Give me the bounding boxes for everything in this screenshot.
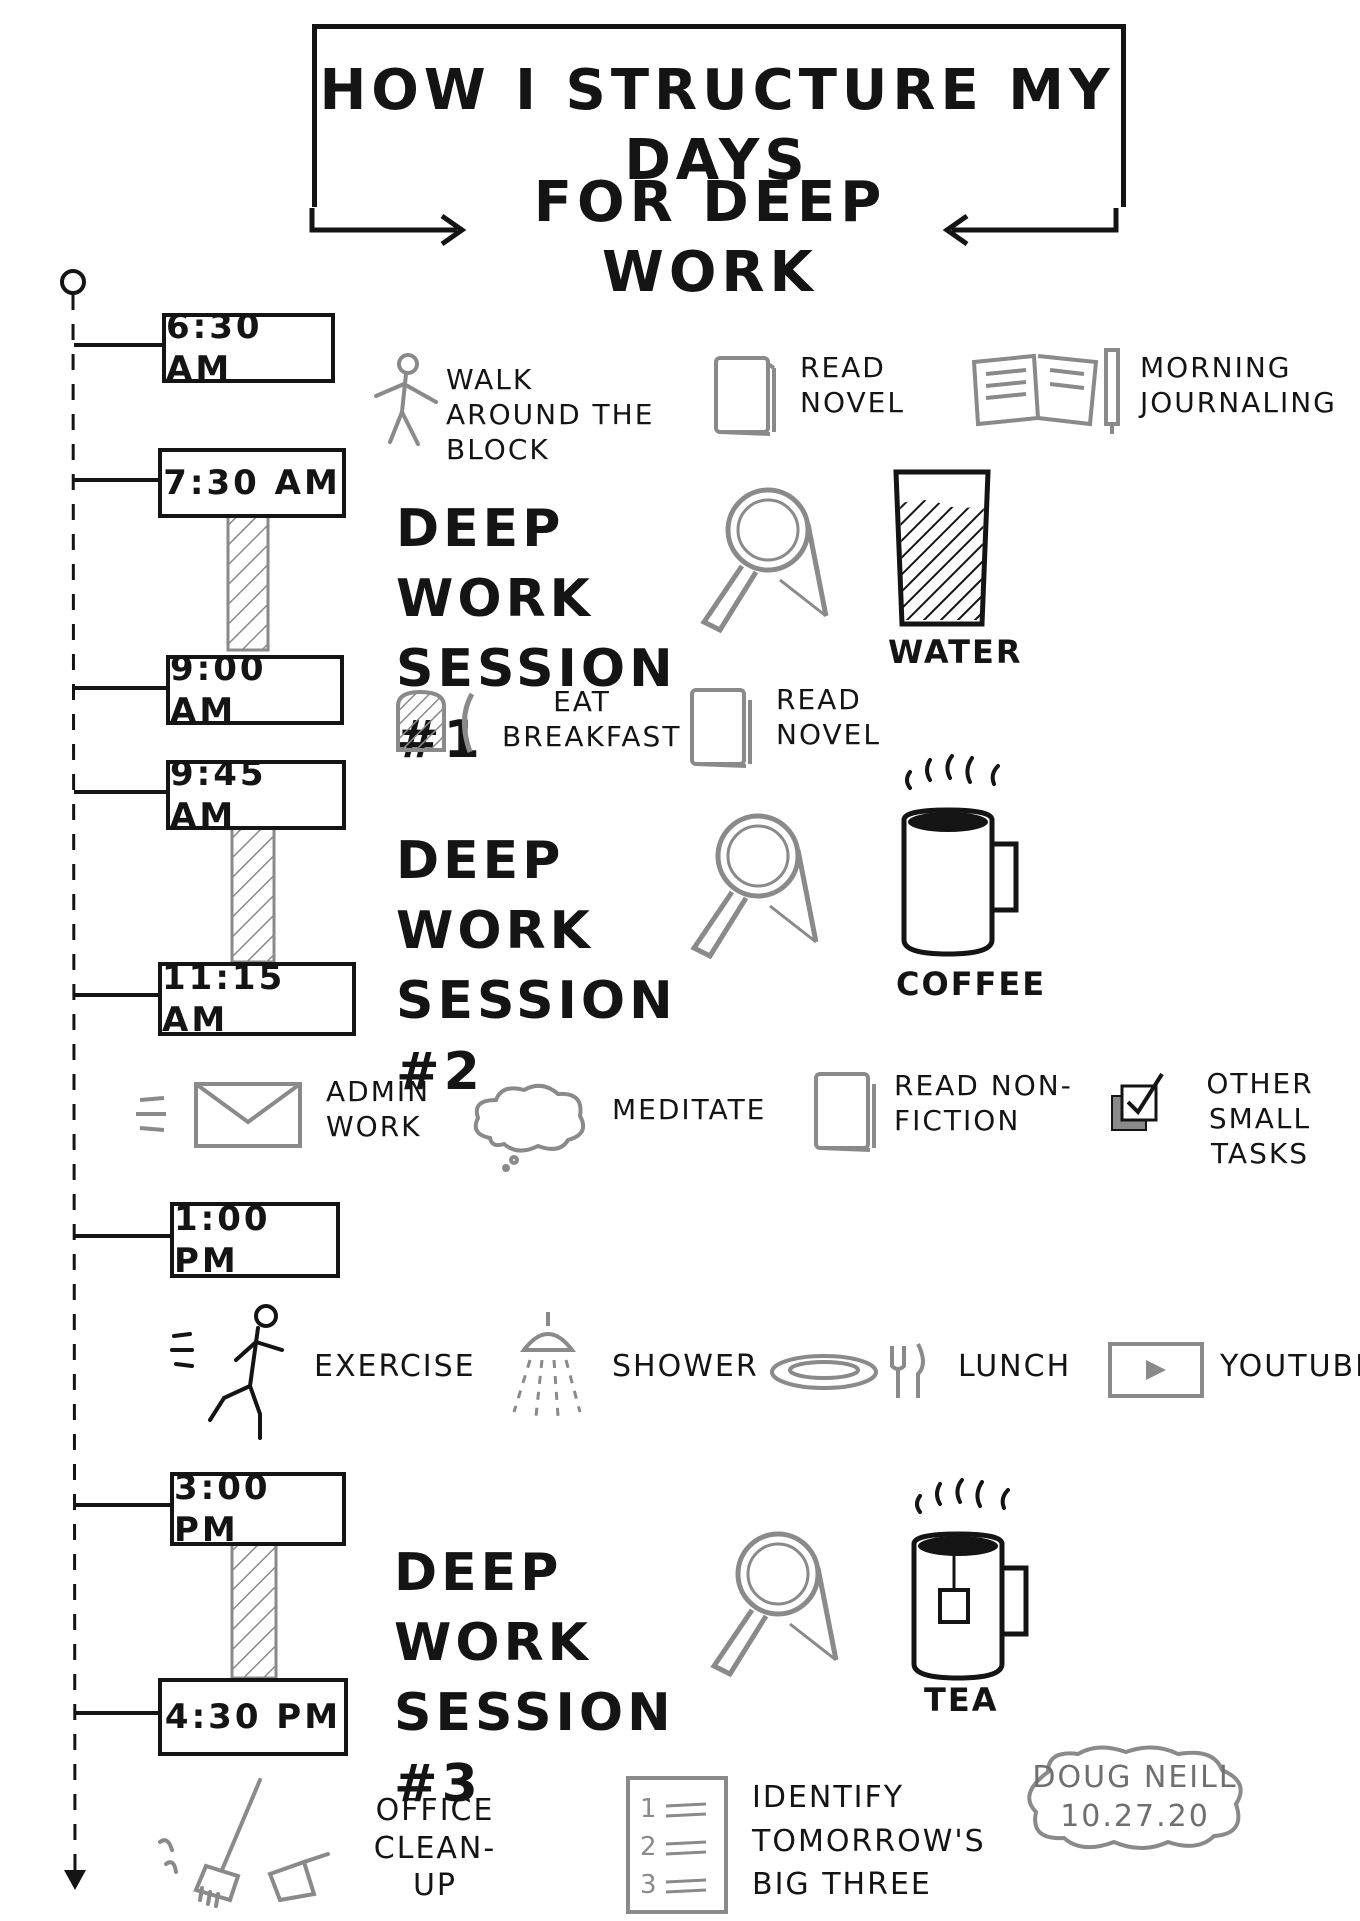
read-novel-label-2: Read novel: [776, 683, 881, 751]
coffee-mug-icon: [901, 754, 1019, 957]
book-icon: [814, 1072, 876, 1152]
small-tasks-label: Other small tasks: [1206, 1067, 1314, 1170]
tea-label: Tea: [924, 1681, 999, 1719]
envelope-icon: [136, 1082, 302, 1148]
list-number-1: 1: [640, 1794, 657, 1824]
time-box-630am: 6:30 AM: [162, 307, 335, 389]
big-three-label: Identify tomorrow's big three: [752, 1780, 986, 1902]
journal-and-pen-icon: [971, 348, 1120, 434]
broom-and-dustpan-icon: [158, 1778, 330, 1908]
time-box-900am: 9:00 AM: [166, 649, 344, 731]
time-box-100pm: 1:00 PM: [170, 1199, 340, 1281]
signature-cloud-icon: [1027, 1745, 1243, 1850]
time-box-1115am: 11:15 AM: [158, 958, 356, 1040]
time-box-945am: 9:45 AM: [166, 754, 346, 836]
time-box-730am: 7:30 AM: [158, 448, 346, 518]
breakfast-label: Eat breakfast: [502, 685, 682, 753]
book-icon: [690, 688, 752, 768]
walk-label: Walk around the block: [446, 363, 655, 466]
tea-mug-icon: [911, 1478, 1029, 1681]
time-box-300pm: 3:00 PM: [170, 1468, 346, 1550]
running-figure-icon: [170, 1304, 284, 1440]
toast-icon: [396, 689, 475, 753]
book-icon: [714, 356, 776, 436]
shower-label: Shower: [612, 1349, 759, 1384]
youtube-label: YouTube: [1220, 1349, 1360, 1384]
list-number-2: 2: [640, 1832, 657, 1862]
video-player-icon: [1108, 1342, 1204, 1398]
title-arrows: [309, 208, 1119, 247]
thought-cloud-icon: [473, 1083, 585, 1172]
exercise-label: Exercise: [314, 1349, 476, 1384]
walking-figure-icon: [374, 353, 438, 446]
journal-label: Morning journaling: [1140, 351, 1337, 419]
water-label: Water: [888, 633, 1023, 671]
office-cleanup-label: Office clean-up: [373, 1793, 497, 1903]
list-number-3: 3: [640, 1870, 657, 1900]
checkbox-icon: [1111, 1072, 1164, 1131]
deep-work-session-1-label: Deep Work Session #1: [396, 499, 677, 770]
water-glass-icon: [893, 469, 991, 627]
magnifying-glass-icon: [710, 1531, 839, 1678]
signature-name: Doug Neill: [1032, 1760, 1238, 1795]
title-frame: [312, 24, 1126, 207]
shower-head-icon: [512, 1312, 582, 1417]
plate-and-utensils-icon: [770, 1343, 925, 1398]
lunch-label: Lunch: [958, 1349, 1072, 1384]
time-box-430pm: 4:30 PM: [158, 1678, 348, 1756]
coffee-label: Coffee: [896, 965, 1047, 1003]
numbered-list-icon: 1 2 3: [626, 1776, 728, 1914]
signature-date: 10.27.20: [1060, 1799, 1210, 1834]
title-line-1: How I structure my days: [319, 58, 1115, 193]
title-line-2: for Deep Work: [533, 170, 887, 305]
read-novel-label-1: Read novel: [800, 351, 905, 419]
magnifying-glass-icon: [690, 813, 819, 960]
meditate-label: Meditate: [612, 1093, 767, 1126]
magnifying-glass-icon: [700, 487, 829, 634]
list-lines: [665, 1802, 707, 1894]
signature: Doug Neill 10.27.20: [1020, 1758, 1250, 1836]
read-nonfiction-label: Read non-fiction: [894, 1069, 1073, 1137]
deep-work-session-2-label: Deep Work Session #2: [396, 831, 677, 1102]
admin-work-label: Admin work: [326, 1075, 431, 1143]
deep-work-session-3-label: Deep Work Session #3: [394, 1543, 675, 1814]
